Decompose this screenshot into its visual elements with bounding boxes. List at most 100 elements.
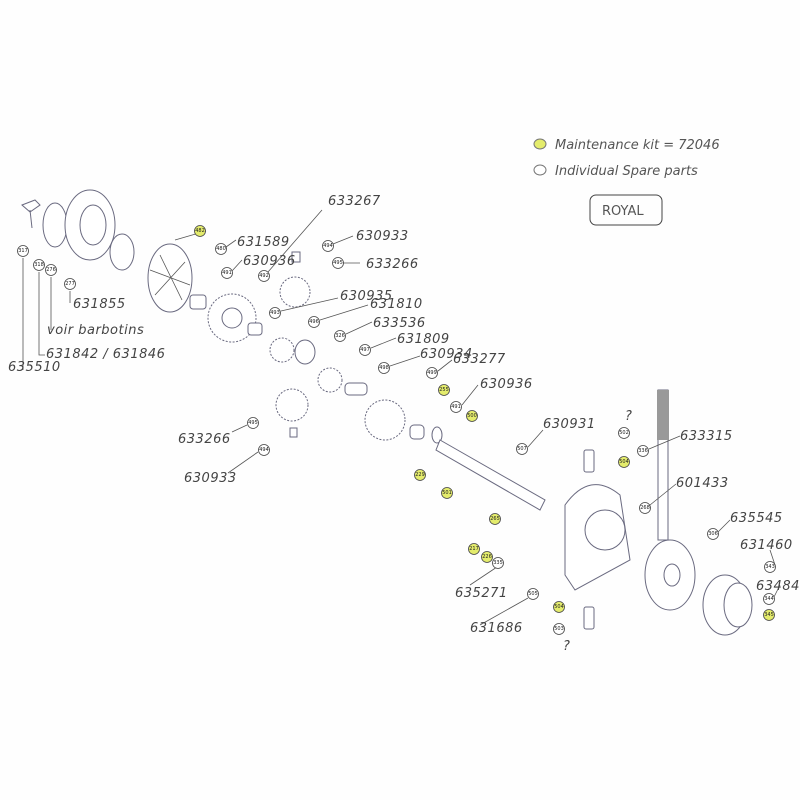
sleeve bbox=[247, 322, 263, 336]
part-number: 633266 bbox=[366, 257, 419, 272]
svg-text:501: 501 bbox=[442, 490, 452, 496]
unknown-mark: ? bbox=[625, 409, 632, 424]
svg-text:496: 496 bbox=[309, 319, 319, 325]
callout: 495 bbox=[247, 417, 259, 429]
svg-text:276: 276 bbox=[46, 267, 56, 273]
drum-plate-bore bbox=[663, 563, 681, 587]
legend: Maintenance kit = 72046 Individual Spare… bbox=[533, 138, 720, 226]
part-number: 635271 bbox=[455, 586, 508, 601]
svg-text:277: 277 bbox=[65, 281, 75, 287]
callout-kit: 345 bbox=[763, 609, 775, 621]
svg-text:317: 317 bbox=[18, 248, 28, 254]
svg-text:494: 494 bbox=[259, 447, 269, 453]
svg-text:492: 492 bbox=[259, 273, 269, 279]
part-number-labels: 631589 630936 633267 630933 633266 63093… bbox=[8, 194, 800, 654]
svg-text:495: 495 bbox=[333, 260, 343, 266]
gypsy-bore bbox=[79, 204, 107, 246]
part-number: 630931 bbox=[543, 417, 596, 432]
part-sketches bbox=[21, 189, 753, 636]
svg-text:226: 226 bbox=[482, 554, 492, 560]
part-number: 631589 bbox=[237, 235, 290, 250]
callout: 326 bbox=[334, 330, 346, 342]
svg-text:491: 491 bbox=[222, 270, 232, 276]
callout-kit: 265 bbox=[489, 513, 501, 525]
svg-text:499: 499 bbox=[427, 370, 437, 376]
callout: 492 bbox=[258, 270, 270, 282]
callout: 493 bbox=[269, 307, 281, 319]
individual-swatch-icon bbox=[533, 164, 547, 176]
svg-text:335: 335 bbox=[493, 560, 503, 566]
callout: 497 bbox=[359, 344, 371, 356]
svg-text:493: 493 bbox=[270, 310, 280, 316]
callout: 507 bbox=[516, 443, 528, 455]
svg-text:500: 500 bbox=[467, 413, 477, 419]
callout: 495 bbox=[332, 257, 344, 269]
small-gear-bottom bbox=[275, 388, 309, 422]
callout: 503 bbox=[553, 623, 565, 635]
part-number: 633267 bbox=[328, 194, 381, 209]
svg-text:345: 345 bbox=[764, 612, 774, 618]
drive-gear bbox=[364, 399, 406, 441]
callout: 344 bbox=[763, 593, 775, 605]
svg-text:326: 326 bbox=[335, 333, 345, 339]
model-name: ROYAL bbox=[602, 204, 644, 219]
callout: 498 bbox=[378, 362, 390, 374]
part-number: 631809 bbox=[397, 332, 450, 347]
bearing-disc bbox=[109, 233, 135, 271]
callout: 335 bbox=[492, 557, 504, 569]
part-number: 634845 bbox=[756, 579, 800, 594]
callout: 494 bbox=[322, 240, 334, 252]
note-voir-barbotins: voir barbotins bbox=[47, 323, 144, 338]
large-gear-hub bbox=[221, 307, 243, 329]
svg-text:495: 495 bbox=[248, 420, 258, 426]
clutch-cone bbox=[269, 337, 295, 363]
part-number: 630934 bbox=[420, 347, 473, 362]
callout-kit: 504 bbox=[618, 456, 630, 468]
svg-text:491: 491 bbox=[451, 404, 461, 410]
part-number: 630933 bbox=[184, 471, 237, 486]
svg-text:255: 255 bbox=[439, 387, 449, 393]
callout: 499 bbox=[426, 367, 438, 379]
callout: 343 bbox=[764, 561, 776, 573]
legend-individual: Individual Spare parts bbox=[555, 164, 698, 179]
unknown-mark: ? bbox=[563, 639, 570, 654]
clutch-dog bbox=[317, 367, 343, 393]
part-number: 633315 bbox=[680, 429, 733, 444]
part-number: 630936 bbox=[243, 254, 296, 269]
svg-text:497: 497 bbox=[360, 347, 370, 353]
callout: 502 bbox=[618, 427, 630, 439]
svg-text:504: 504 bbox=[554, 604, 564, 610]
callout-kit: 255 bbox=[438, 384, 450, 396]
part-number: 630935 bbox=[340, 289, 393, 304]
bushing bbox=[189, 294, 207, 310]
callout: 317 bbox=[17, 245, 29, 257]
wing-nut bbox=[21, 199, 41, 229]
leader-lines bbox=[22, 209, 781, 626]
svg-text:504: 504 bbox=[619, 459, 629, 465]
svg-text:268: 268 bbox=[640, 505, 650, 511]
bush-2 bbox=[409, 424, 425, 440]
bolt-top bbox=[583, 449, 595, 473]
svg-text:265: 265 bbox=[490, 516, 500, 522]
main-shaft bbox=[435, 439, 546, 511]
callout: 318 bbox=[33, 259, 45, 271]
svg-text:336: 336 bbox=[638, 448, 648, 454]
part-number: 635510 bbox=[8, 360, 61, 375]
warping-drum-face bbox=[723, 582, 753, 628]
callout: 306 bbox=[707, 528, 719, 540]
part-number: 633536 bbox=[373, 316, 426, 331]
callout-kit: 500 bbox=[466, 410, 478, 422]
svg-text:498: 498 bbox=[379, 365, 389, 371]
housing-bore bbox=[584, 509, 626, 551]
pin-bottom bbox=[289, 427, 298, 438]
kit-swatch-icon bbox=[533, 138, 547, 150]
callout: 268 bbox=[639, 502, 651, 514]
callout-kit: 226 bbox=[481, 551, 493, 563]
part-number: 631842 / 631846 bbox=[46, 347, 165, 362]
tube bbox=[344, 382, 368, 396]
svg-text:482: 482 bbox=[195, 228, 205, 234]
callout-kit: 229 bbox=[414, 469, 426, 481]
svg-text:494: 494 bbox=[323, 243, 333, 249]
part-number: 633266 bbox=[178, 432, 231, 447]
